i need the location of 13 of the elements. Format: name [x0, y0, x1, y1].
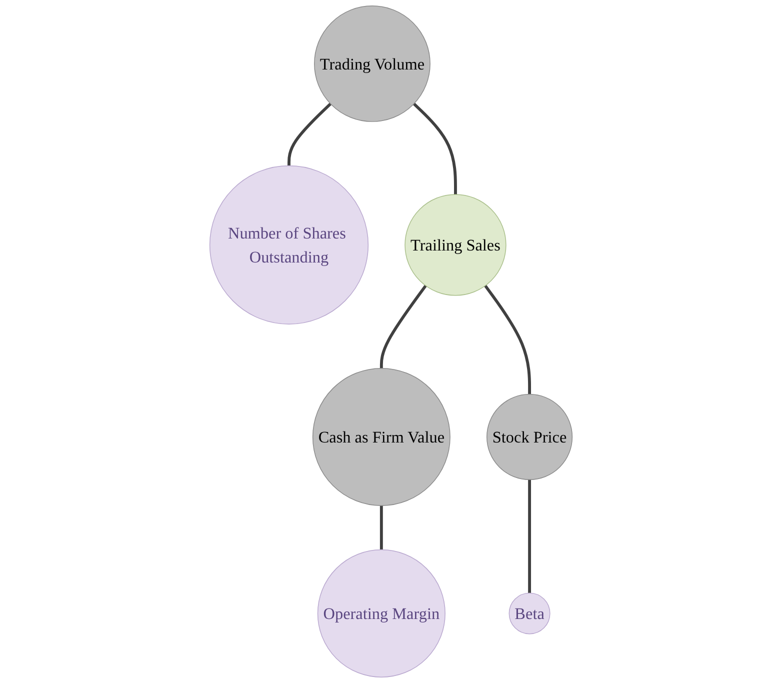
node-circle: Operating Margin [317, 549, 446, 678]
node-circle: Trailing Sales [404, 194, 506, 296]
connector [288, 102, 332, 166]
node-circle: Number of Shares Outstanding [209, 165, 369, 324]
connector [412, 102, 457, 194]
node-circle: Trading Volume [314, 6, 430, 122]
connector [528, 480, 532, 594]
connector [380, 506, 383, 550]
connector [380, 284, 427, 368]
connector [484, 284, 532, 394]
node-circle: Stock Price [486, 394, 573, 480]
node-circle: Beta [508, 592, 550, 634]
node-circle: Cash as Firm Value [312, 368, 450, 506]
